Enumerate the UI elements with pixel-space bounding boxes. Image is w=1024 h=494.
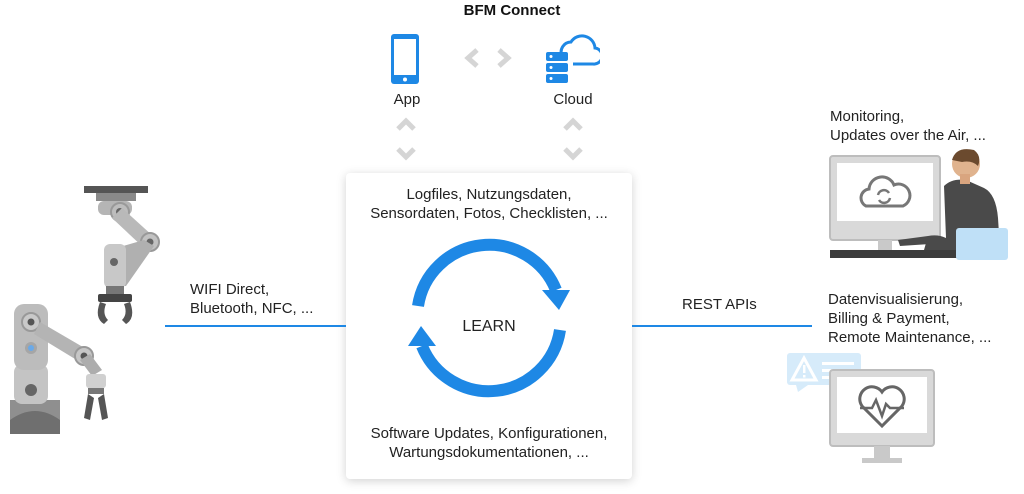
- right-connection-line: [632, 325, 812, 327]
- datavis-line-2: Billing & Payment,: [828, 310, 950, 327]
- monitoring-line-2: Updates over the Air, ...: [830, 127, 986, 144]
- diagram-title: BFM Connect: [463, 2, 561, 19]
- monitoring-workstation-icon: [829, 149, 1008, 260]
- learn-label: LEARN: [462, 318, 516, 335]
- left-connection-line-1: WIFI Direct,: [190, 281, 270, 298]
- monitoring-line-1: Monitoring,: [830, 108, 905, 125]
- card-bottom-line-2: Wartungsdokumentationen, ...: [389, 444, 589, 461]
- smartphone-icon: [391, 34, 419, 84]
- card-bottom-line-1: Software Updates, Konfigurationen,: [370, 425, 608, 442]
- right-connection-label: REST APIs: [682, 296, 757, 313]
- datavis-line-1: Datenvisualisierung,: [828, 291, 964, 308]
- monitoring-label: Monitoring, Updates over the Air, ...: [830, 107, 986, 145]
- learn-card: Logfiles, Nutzungsdaten, Sensordaten, Fo…: [346, 173, 632, 479]
- left-connection-line: [165, 325, 346, 327]
- card-top-line-2: Sensordaten, Fotos, Checklisten, ...: [370, 205, 608, 222]
- learn-cycle-arrows-icon: [408, 238, 570, 398]
- floor-robot-arm-icon: [10, 304, 108, 434]
- cloud-server-icon: [546, 34, 600, 83]
- health-monitor-icon: [829, 369, 935, 463]
- ceiling-robot-arm-icon: [84, 186, 160, 324]
- datavis-label: Datenvisualisierung, Billing & Payment, …: [828, 290, 991, 347]
- cloud-updown-arrows-icon: [563, 117, 583, 161]
- app-label: App: [393, 91, 421, 108]
- card-top-text: Logfiles, Nutzungsdaten, Sensordaten, Fo…: [346, 185, 632, 223]
- left-connection-label: WIFI Direct, Bluetooth, NFC, ...: [190, 280, 313, 318]
- datavis-line-3: Remote Maintenance, ...: [828, 329, 992, 346]
- cloud-label: Cloud: [553, 91, 593, 108]
- card-bottom-text: Software Updates, Konfigurationen, Wartu…: [346, 424, 632, 462]
- app-updown-arrows-icon: [396, 117, 416, 161]
- sync-arrows-icon: [464, 48, 512, 68]
- card-top-line-1: Logfiles, Nutzungsdaten,: [406, 186, 572, 203]
- left-connection-line-2: Bluetooth, NFC, ...: [190, 300, 314, 317]
